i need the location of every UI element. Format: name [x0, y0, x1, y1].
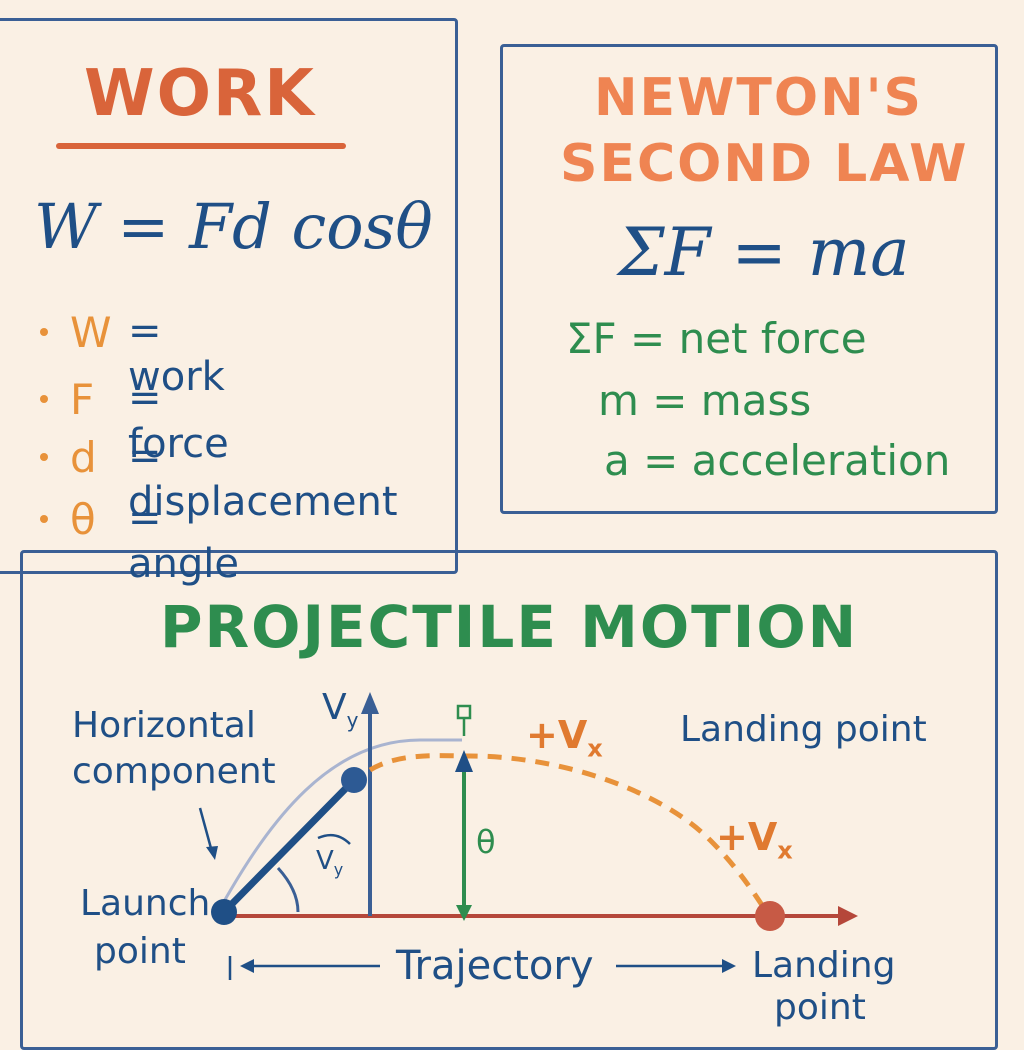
landing-point-dot — [755, 901, 785, 931]
newton-def-mass: m = mass — [598, 376, 812, 425]
vy-label-sub: y — [346, 708, 359, 733]
projectile-title: PROJECTILE MOTION — [160, 593, 859, 661]
horizontal-component-label-line1: Horizontal — [72, 705, 256, 746]
ground-arrow-icon — [838, 906, 858, 926]
vx-label-bottom: +Vx — [716, 818, 793, 863]
work-def-symbol: F — [70, 375, 95, 424]
work-title-underline — [56, 143, 346, 149]
bullet-icon — [40, 515, 48, 523]
launch-point-label-line1: Launch — [80, 883, 211, 924]
projectile-ball — [341, 767, 367, 793]
apex-arrow-icon — [455, 750, 473, 772]
work-equation: W = Fd cosθ — [34, 190, 433, 263]
upper-arc — [220, 738, 462, 906]
vy-small-label-sub: y — [333, 860, 344, 880]
vy-arrow-icon — [361, 692, 379, 714]
vy-label: Vy — [322, 687, 359, 733]
launch-point-label-line2: point — [94, 931, 186, 972]
vy-small-label: Vy — [316, 848, 343, 878]
trajectory-path — [368, 753, 771, 916]
vy-label-main: V — [322, 687, 347, 728]
apex-marker-icon — [456, 704, 472, 720]
work-def-text: = work — [128, 308, 225, 400]
newton-title-line2: SECOND LAW — [560, 134, 969, 194]
horizontal-component-pointer — [198, 807, 214, 853]
work-def-symbol: d — [70, 433, 97, 482]
launch-point-dot — [211, 899, 237, 925]
vx-label-top-sub: x — [587, 734, 603, 763]
bullet-icon — [40, 328, 48, 336]
trajectory-label: Trajectory — [396, 943, 594, 989]
work-def-symbol: θ — [70, 495, 96, 544]
newton-equation: ΣF = ma — [618, 214, 910, 291]
work-def-symbol: W — [70, 308, 112, 357]
apex-down-arrow-icon — [456, 905, 472, 921]
horizontal-component-label-line2: component — [72, 751, 276, 792]
theta-label: θ — [476, 823, 496, 861]
work-title: WORK — [84, 57, 316, 131]
small-vy-arrow — [317, 833, 351, 845]
trajectory-right-arrow-icon — [722, 959, 736, 973]
landing-point-bottom-label-line2: point — [774, 987, 866, 1028]
work-def-text: = force — [128, 375, 229, 467]
landing-point-bottom-label-line1: Landing — [752, 945, 896, 986]
projectile-diagram — [198, 692, 858, 980]
newton-panel — [500, 44, 998, 514]
launch-velocity-line — [220, 776, 358, 916]
work-def-text: = angle — [128, 495, 239, 587]
work-panel — [0, 18, 458, 574]
bullet-icon — [40, 395, 48, 403]
vx-label-bottom-sub: x — [777, 836, 793, 865]
angle-arc — [276, 866, 300, 913]
newton-title-line1: NEWTON'S — [594, 68, 923, 128]
work-def-text: = displacement — [128, 433, 398, 525]
newton-def-acceleration: a = acceleration — [604, 436, 951, 485]
landing-point-top-label: Landing point — [680, 709, 927, 750]
pointer-arrow-icon — [206, 846, 218, 860]
trajectory-left-arrow-icon — [240, 959, 254, 973]
vx-label-bottom-main: +V — [716, 815, 778, 859]
bullet-icon — [40, 453, 48, 461]
vx-label-top-main: +V — [526, 713, 588, 757]
vy-small-label-main: V — [316, 846, 334, 876]
newton-def-net-force: ΣF = net force — [566, 314, 867, 363]
vx-label-top: +Vx — [526, 716, 603, 761]
